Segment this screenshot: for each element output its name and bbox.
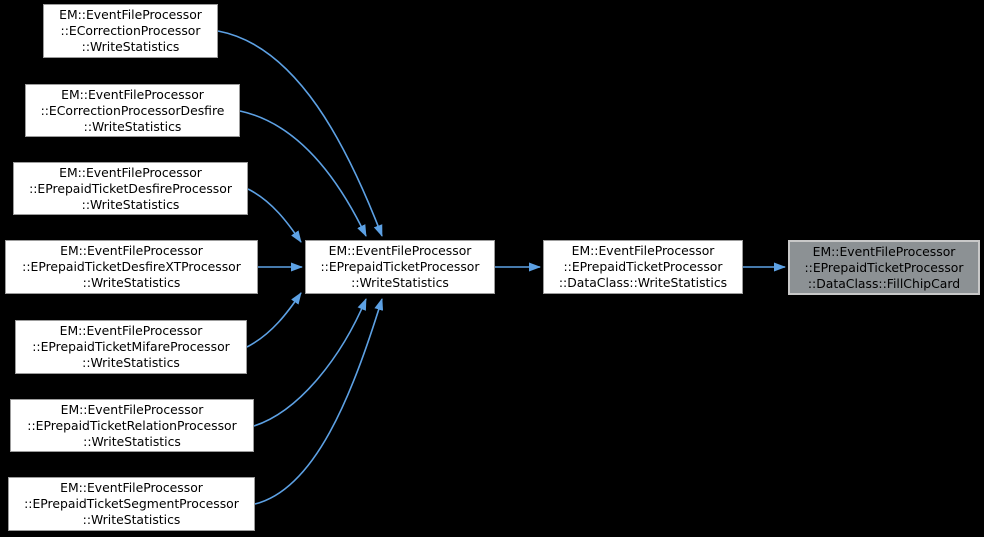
edge-ecorrection-desfire-to-writestatistics [239,110,367,237]
node-label-line: EM::EventFileProcessor [59,164,202,180]
node-label-line: ::DataClass::FillChipCard [807,275,961,291]
edge-ecorrection-to-writestatistics [217,30,383,237]
node-label-line: ::WriteStatistics [82,355,180,370]
node-label-line: ::EPrepaidTicketProcessor [563,259,723,274]
node-label-line: ::EPrepaidTicketDesfireXTProcessor [22,259,241,274]
node-label-line: ::ECorrectionProcessorDesfire [40,102,225,118]
node-label-line: ::EPrepaidTicketRelationProcessor [27,417,237,433]
node-label-line: ::ECorrectionProcessor [60,23,201,38]
edge-prepaid-mifare-to-writestatistics [246,292,302,348]
node-label-line: ::DataClass::WriteStatistics [558,275,728,290]
node-label-line: ::EPrepaidTicketProcessor [804,259,964,275]
node-prepaidticket-desfire-writestatistics[interactable]: EM::EventFileProcessor ::EPrepaidTicketD… [13,162,248,215]
node-ecorrection-writestatistics[interactable]: EM::EventFileProcessor ::ECorrectionProc… [43,4,218,58]
node-label-line: EM::EventFileProcessor [59,323,203,338]
node-label-line: ::WriteStatistics [351,275,449,290]
node-label-line: ::WriteStatistics [83,433,181,449]
node-label-line: EM::EventFileProcessor [571,243,715,258]
node-label-line: ::WriteStatistics [82,275,181,290]
edge-prepaid-relation-to-writestatistics [253,298,367,427]
node-label-line: ::EPrepaidTicketSegmentProcessor [24,496,239,511]
node-label-line: ::EPrepaidTicketMifareProcessor [32,339,230,354]
node-prepaidticket-relation-writestatistics[interactable]: EM::EventFileProcessor ::EPrepaidTicketR… [10,399,254,452]
node-label-line: ::WriteStatistics [81,39,180,54]
node-label-line: ::EPrepaidTicketDesfireProcessor [29,180,232,196]
node-label-line: ::WriteStatistics [82,512,181,527]
node-prepaidticket-mifare-writestatistics[interactable]: EM::EventFileProcessor ::EPrepaidTicketM… [15,320,247,374]
node-label-line: EM::EventFileProcessor [61,86,204,102]
node-prepaidticket-segment-writestatistics[interactable]: EM::EventFileProcessor ::EPrepaidTicketS… [8,477,255,531]
node-dataclass-writestatistics[interactable]: EM::EventFileProcessor ::EPrepaidTicketP… [543,240,743,294]
node-label-line: EM::EventFileProcessor [60,243,203,258]
node-label-line: EM::EventFileProcessor [59,7,202,22]
node-label-line: ::EPrepaidTicketProcessor [320,259,480,274]
node-label-line: ::WriteStatistics [81,196,180,212]
edge-prepaid-desfire-to-writestatistics [247,188,302,243]
node-label-line: EM::EventFileProcessor [60,401,204,417]
node-prepaidticket-desfirext-writestatistics[interactable]: EM::EventFileProcessor ::EPrepaidTicketD… [5,240,258,294]
node-prepaidticket-writestatistics[interactable]: EM::EventFileProcessor ::EPrepaidTicketP… [305,240,495,294]
node-label-line: EM::EventFileProcessor [328,243,472,258]
node-label-line: EM::EventFileProcessor [60,480,203,495]
node-label-line: ::WriteStatistics [83,118,182,134]
node-dataclass-fillchipcard-current: EM::EventFileProcessor ::EPrepaidTicketP… [788,240,980,295]
node-label-line: EM::EventFileProcessor [812,243,956,259]
node-ecorrection-desfire-writestatistics[interactable]: EM::EventFileProcessor ::ECorrectionProc… [25,84,240,137]
edge-prepaid-segment-to-writestatistics [254,298,384,505]
